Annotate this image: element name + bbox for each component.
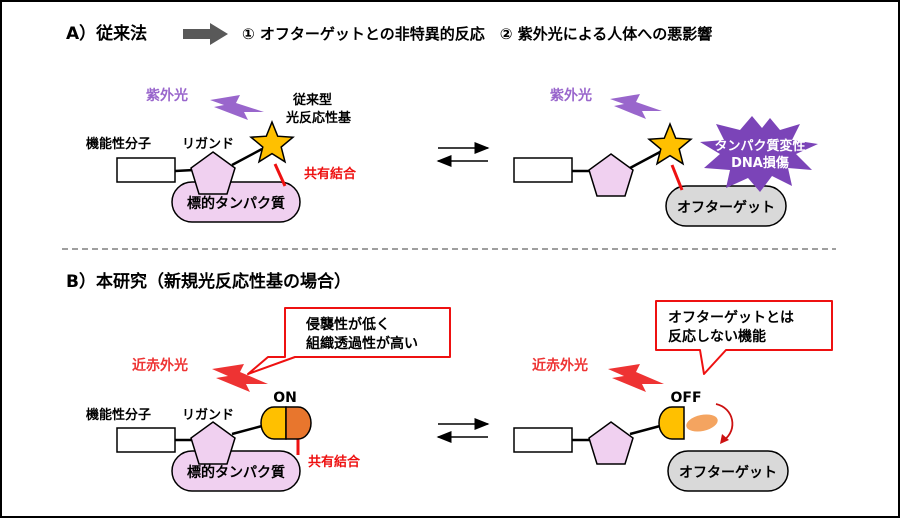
nir-lightning-icon (212, 364, 268, 392)
uv-lightning-icon (210, 95, 264, 120)
covalent-bond-label-a: 共有結合 (304, 166, 357, 182)
functional-molecule-box (116, 157, 176, 183)
off-target-protein-a (665, 185, 787, 227)
functional-molecule-box-b (116, 427, 176, 453)
callout-b-left (247, 307, 451, 375)
linker-a-left-2 (231, 147, 263, 167)
callout-b-right (655, 300, 833, 375)
functional-molecule-label: 機能性分子 (86, 136, 151, 152)
off-target-protein-b (667, 450, 789, 492)
section-a-problems: ① オフターゲットとの非特異的反応 ② 紫外光による人体への悪影響 (242, 25, 712, 43)
section-a-arrow (183, 23, 228, 45)
uv-light-label-right: 紫外光 (550, 87, 592, 104)
covalent-bond-label-b: 共有結合 (308, 454, 361, 470)
conventional-group-label-2: 光反応性基 (285, 110, 352, 126)
photoreactive-group-star (249, 119, 295, 164)
damage-label-2: DNA損傷 (731, 155, 789, 171)
uv-lightning-icon-right (610, 94, 662, 119)
linker-b-left-2 (231, 424, 263, 436)
linker-a-right-2 (629, 150, 661, 170)
ligand-pentagon-b-right (588, 421, 634, 465)
off-target-label-a: オフターゲット (677, 199, 775, 216)
damage-burst (700, 116, 818, 192)
functional-molecule-box-right (513, 157, 573, 183)
callout-b-right-text-2: 反応しない機能 (668, 328, 766, 345)
covalent-bond-a-right (670, 164, 684, 191)
linker-b-right-2 (629, 424, 661, 436)
ligand-label: リガンド (182, 137, 234, 152)
covalent-bond-a-left (273, 163, 287, 187)
rotation-arrow-icon (715, 403, 734, 441)
callout-b-left-text-1: 侵襲性が低く (305, 316, 390, 333)
nir-lightning-icon-right (608, 364, 664, 392)
linker-a-left-1 (174, 168, 195, 173)
callout-b-right-text-1: オフターゲットとは (668, 309, 794, 326)
off-label: OFF (670, 390, 701, 406)
ligand-pentagon-right (588, 153, 634, 197)
photoreactive-group-star-right (647, 121, 693, 166)
uv-light-label: 紫外光 (146, 87, 188, 104)
on-label: ON (273, 390, 297, 406)
section-b-title: B）本研究（新規光反応性基の場合） (66, 271, 351, 292)
ligand-pentagon (190, 151, 236, 195)
off-target-label-b: オフターゲット (679, 464, 777, 481)
damage-label-1: タンパク質変性 (714, 138, 805, 154)
functional-molecule-label-b: 機能性分子 (86, 407, 151, 423)
functional-molecule-box-b-right (513, 427, 573, 453)
rotation-arrow-head-icon (720, 434, 729, 444)
nir-light-label-right: 近赤外光 (532, 357, 588, 374)
ligand-label-b: リガンド (182, 408, 234, 423)
rotated-half-orange (686, 414, 718, 432)
target-protein-label: 標的タンパク質 (187, 195, 285, 212)
photoreactive-group-right-half (285, 406, 312, 440)
photoreactive-group-left-half (260, 406, 287, 440)
photoreactive-group-off-half (658, 406, 685, 440)
conventional-group-label-1: 従来型 (292, 92, 332, 108)
target-protein-label-b: 標的タンパク質 (187, 464, 285, 481)
ligand-pentagon-b (190, 421, 236, 465)
section-a-title: A）従来法 (66, 23, 147, 44)
nir-light-label: 近赤外光 (132, 357, 188, 374)
callout-b-left-text-2: 組織透過性が高い (306, 335, 418, 352)
